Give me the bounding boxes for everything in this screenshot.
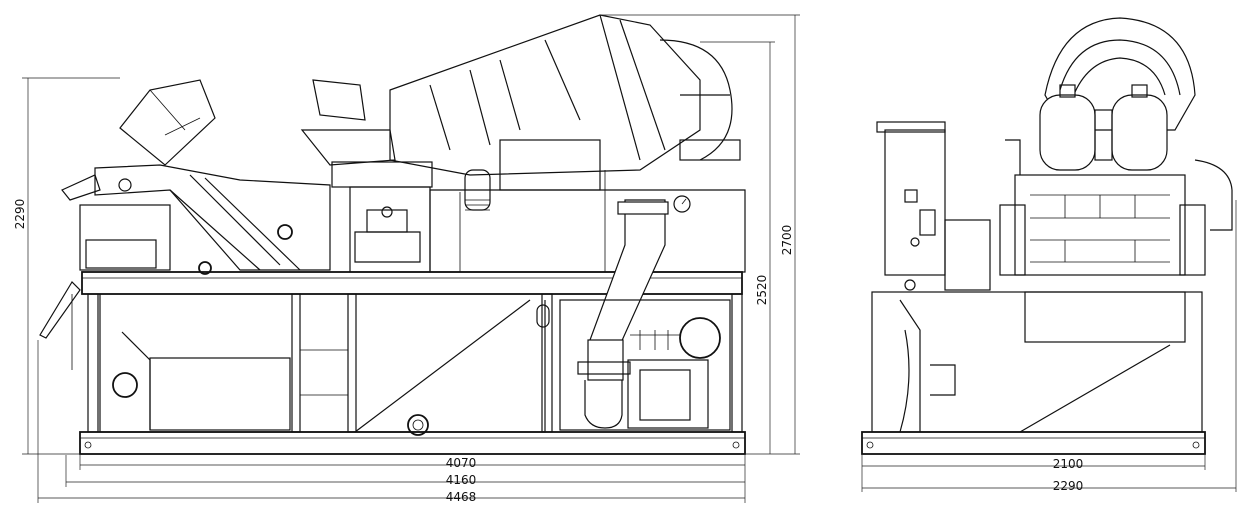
dim-label-4468: 4468 xyxy=(446,490,477,504)
dim-label-2520: 2520 xyxy=(755,275,769,306)
dim-label-4070: 4070 xyxy=(446,456,477,470)
main-frame xyxy=(39,271,743,436)
end-view xyxy=(861,17,1233,455)
dim-label-2700: 2700 xyxy=(780,225,794,256)
side-view xyxy=(22,14,800,503)
vibrating-screen xyxy=(61,79,331,275)
dim-label-2100: 2100 xyxy=(1053,457,1084,471)
side-view-dimensions xyxy=(22,14,800,503)
hydrocyclone-assembly xyxy=(300,14,746,273)
dim-label-2290-width: 2290 xyxy=(1053,479,1084,493)
dim-label-4160: 4160 xyxy=(446,473,477,487)
slurry-pump xyxy=(559,199,731,431)
dim-label-2290-height: 2290 xyxy=(13,199,27,230)
base-skid xyxy=(79,431,746,455)
end-view-dimensions xyxy=(861,200,1237,492)
